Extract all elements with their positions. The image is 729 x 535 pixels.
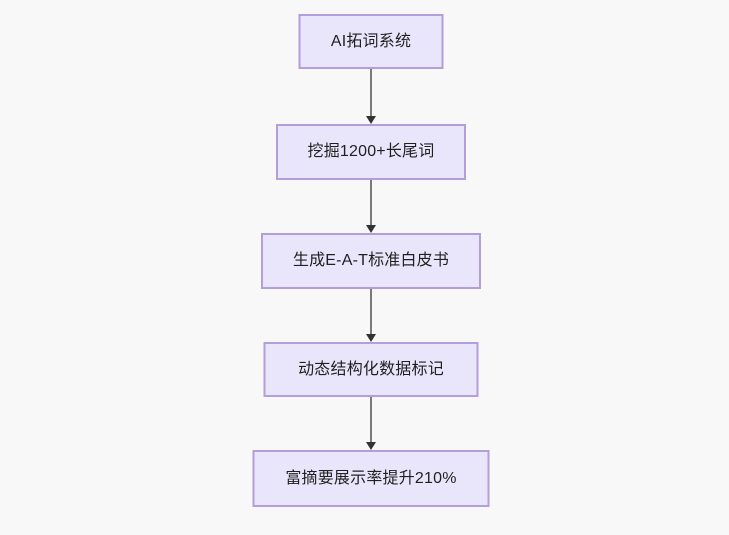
flow-connector <box>365 397 377 450</box>
flow-node[interactable]: AI拓词系统 <box>298 14 444 69</box>
arrow-down-icon <box>366 116 376 124</box>
flow-node[interactable]: 挖掘1200+长尾词 <box>276 124 466 180</box>
flow-node-label: 富摘要展示率提升210% <box>285 469 457 487</box>
arrow-down-icon <box>366 334 376 342</box>
flow-node-label: 动态结构化数据标记 <box>298 360 444 378</box>
connector-line <box>370 289 372 335</box>
flow-node-label: 挖掘1200+长尾词 <box>307 143 435 161</box>
flow-node[interactable]: 生成E-A-T标准白皮书 <box>261 233 481 289</box>
flow-node[interactable]: 富摘要展示率提升210% <box>252 450 490 507</box>
flow-node-label: AI拓词系统 <box>330 32 412 50</box>
connector-line <box>370 180 372 226</box>
flow-connector <box>365 69 377 124</box>
flow-node[interactable]: 动态结构化数据标记 <box>263 342 479 397</box>
flow-node-label: 生成E-A-T标准白皮书 <box>292 252 450 270</box>
flow-connector <box>365 180 377 233</box>
arrow-down-icon <box>366 225 376 233</box>
connector-line <box>370 69 372 117</box>
connector-line <box>370 397 372 443</box>
flow-connector <box>365 289 377 342</box>
arrow-down-icon <box>366 442 376 450</box>
